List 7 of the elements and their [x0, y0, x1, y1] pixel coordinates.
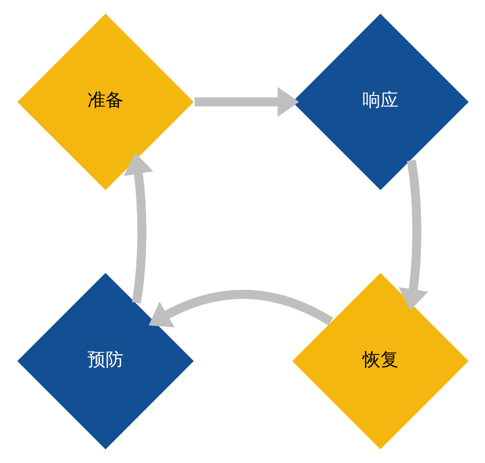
- arrow: [398, 160, 428, 311]
- node-diamond: 恢复: [290, 271, 470, 451]
- arrow: [123, 152, 153, 304]
- node-diamond: 预防: [15, 271, 195, 451]
- node-diamond: 准备: [15, 12, 195, 192]
- arrow: [148, 290, 333, 328]
- arrow: [194, 86, 299, 117]
